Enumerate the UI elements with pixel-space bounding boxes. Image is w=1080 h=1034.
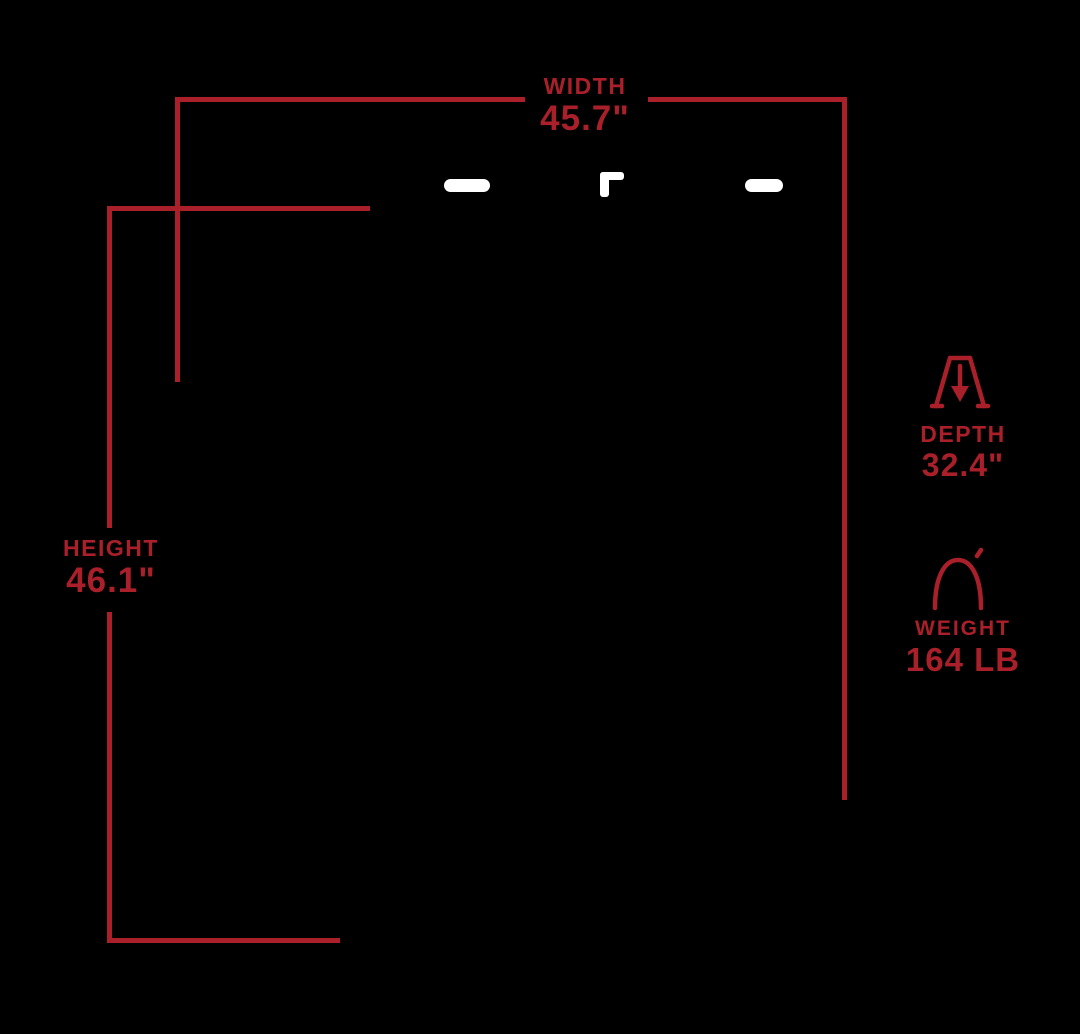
width-value: 45.7"	[540, 99, 630, 139]
height-tick-top	[107, 206, 370, 211]
weight-title: WEIGHT	[915, 617, 1011, 640]
product-highlight-right-handle	[745, 179, 783, 192]
weight-value: 164 LB	[905, 641, 1021, 679]
width-tick-left	[175, 97, 180, 382]
width-line-left-segment	[175, 97, 525, 102]
width-line-right-segment	[648, 97, 847, 102]
height-value: 46.1"	[66, 561, 156, 601]
weight-label: WEIGHT 164 LB	[885, 617, 1041, 679]
product-highlight-thermometer-top	[600, 172, 624, 180]
height-title: HEIGHT	[63, 535, 159, 561]
product-highlight-thermometer	[600, 172, 609, 197]
width-tick-right	[842, 97, 847, 800]
depth-title: DEPTH	[920, 421, 1006, 447]
product-highlight-left-handle	[444, 179, 490, 192]
weight-bell-icon	[923, 546, 993, 616]
depth-label: DEPTH 32.4"	[898, 422, 1028, 483]
height-label: HEIGHT 46.1"	[40, 536, 182, 600]
width-label: WIDTH 45.7"	[505, 74, 665, 138]
height-line-bottom-segment	[107, 612, 112, 943]
width-title: WIDTH	[543, 73, 627, 99]
height-line-top-segment	[107, 206, 112, 528]
depth-value: 32.4"	[921, 447, 1005, 484]
depth-arrow-icon	[926, 352, 994, 422]
height-tick-bottom	[107, 938, 340, 943]
